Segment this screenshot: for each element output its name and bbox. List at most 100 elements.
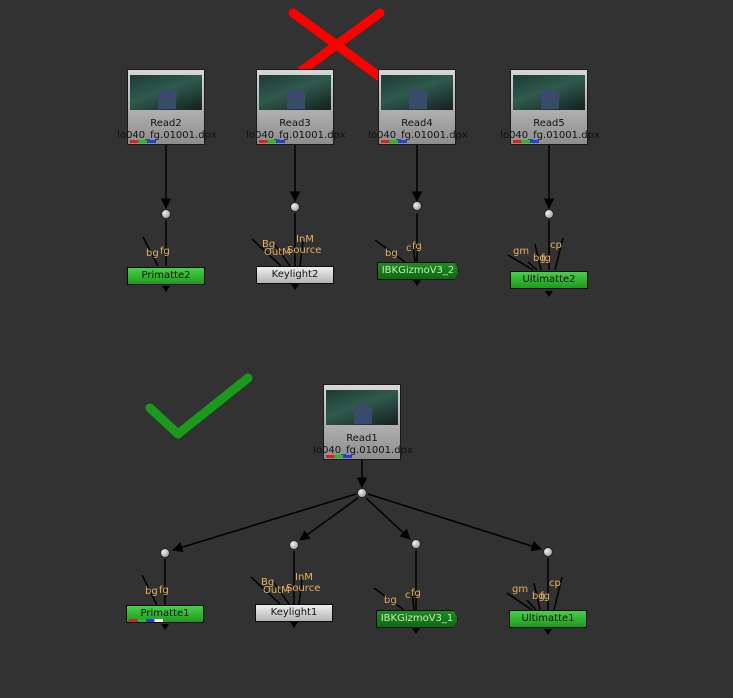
node-name: Read1 xyxy=(346,433,378,444)
input-label-bg: bg xyxy=(385,248,398,259)
dot-node[interactable] xyxy=(411,539,421,549)
output-arrow xyxy=(291,284,299,290)
wire xyxy=(554,237,564,271)
read-node-read2[interactable]: Read2 lo040_fg.01001.dpx xyxy=(117,69,217,145)
wire xyxy=(373,587,405,611)
output-arrow xyxy=(290,622,298,628)
primatte-node[interactable]: Primatte2 xyxy=(127,267,205,285)
dot-node[interactable] xyxy=(543,547,553,557)
input-label-source: Source xyxy=(287,245,322,256)
input-label-fg: fg xyxy=(160,246,170,257)
wire xyxy=(412,241,416,263)
output-arrow xyxy=(545,291,553,297)
input-label-gm: gm xyxy=(512,584,529,595)
wire xyxy=(533,582,541,611)
primatte-node[interactable]: Primatte1 xyxy=(126,605,204,623)
dot-node-central[interactable] xyxy=(357,488,367,498)
channel-indicator xyxy=(326,455,352,458)
input-label-c: c xyxy=(405,590,411,601)
output-arrow xyxy=(544,629,552,635)
node-file: lo040_fg.01001.dpx xyxy=(246,130,346,141)
input-label-bg: bg xyxy=(532,591,545,602)
wire xyxy=(299,497,359,541)
dot-node[interactable] xyxy=(289,540,299,550)
read-node-read5[interactable]: Read5 lo040_fg.01001.dpx xyxy=(500,69,600,145)
input-label-bg: bg xyxy=(146,248,159,259)
node-name: Keylight1 xyxy=(270,607,318,618)
input-label-source: Source xyxy=(286,583,321,594)
read-node-read4[interactable]: Read4 lo040_fg.01001.dpx xyxy=(368,69,468,145)
input-label-bg: Bg xyxy=(262,239,276,250)
node-name: Read4 xyxy=(401,118,433,129)
dot-node[interactable] xyxy=(544,209,554,219)
channel-indicator xyxy=(129,619,163,622)
input-label-bg: bg xyxy=(384,595,397,606)
channel-indicator xyxy=(130,140,156,143)
node-name: Read2 xyxy=(150,118,182,129)
node-name: IBKGizmoV3_1 xyxy=(380,613,454,624)
dot-node[interactable] xyxy=(161,209,171,219)
wire xyxy=(507,254,534,271)
node-name: Read3 xyxy=(279,118,311,129)
input-label-fg: fg xyxy=(540,591,550,602)
input-label-fg: fg xyxy=(412,241,422,252)
node-name: Read5 xyxy=(533,118,565,129)
thumbnail xyxy=(381,75,453,110)
input-label-bg: bg xyxy=(533,253,546,264)
wire xyxy=(298,578,303,605)
input-label-bg: bg xyxy=(145,586,158,597)
input-label-inm: InM xyxy=(296,234,314,245)
wire xyxy=(374,239,406,263)
dot-node[interactable] xyxy=(412,201,422,211)
wire xyxy=(367,493,543,552)
input-label-cp: cp xyxy=(549,578,561,589)
wire xyxy=(274,244,291,267)
node-name: Primatte2 xyxy=(141,270,191,281)
red-x-icon xyxy=(288,8,385,82)
wire xyxy=(299,240,304,267)
wire xyxy=(365,497,411,540)
output-arrow xyxy=(412,628,420,634)
wire xyxy=(141,574,158,606)
node-name: IBKGizmoV3_2 xyxy=(381,265,455,276)
thumbnail xyxy=(130,75,202,110)
ultimatte-node[interactable]: Ultimatte1 xyxy=(509,610,587,628)
wire xyxy=(506,592,533,611)
thumbnail xyxy=(259,75,331,110)
ultimatte-node[interactable]: Ultimatte2 xyxy=(510,271,588,289)
input-label-gm: gm xyxy=(513,246,530,257)
channel-indicator xyxy=(513,140,539,143)
output-arrow xyxy=(162,286,170,292)
thumbnail xyxy=(326,390,398,425)
wire xyxy=(251,238,282,267)
channel-indicator xyxy=(259,140,285,143)
input-label-bg: Bg xyxy=(261,577,275,588)
input-label-fg: fg xyxy=(159,585,169,596)
wire xyxy=(273,582,290,605)
input-label-inm: InM xyxy=(295,572,313,583)
keylight-node[interactable]: Keylight1 xyxy=(255,604,333,622)
read-node-read1[interactable]: Read1 lo040_fg.01001.dpx xyxy=(313,384,413,460)
ibk-gizmo-node[interactable]: IBKGizmoV3_2 xyxy=(377,262,459,280)
wire xyxy=(171,493,357,553)
read-node-read3[interactable]: Read3 lo040_fg.01001.dpx xyxy=(246,69,346,145)
green-check-icon xyxy=(145,373,253,439)
wire xyxy=(142,236,159,267)
dot-node[interactable] xyxy=(160,548,170,558)
input-label-cp: cp xyxy=(550,240,562,251)
dot-node[interactable] xyxy=(290,202,300,212)
wire xyxy=(534,243,542,271)
ibk-gizmo-node[interactable]: IBKGizmoV3_1 xyxy=(376,610,458,628)
node-file: lo040_fg.01001.dpx xyxy=(313,445,413,456)
input-label-fg: fg xyxy=(541,253,551,264)
output-arrow xyxy=(161,624,169,630)
node-name: Ultimatte2 xyxy=(522,274,576,285)
output-arrow xyxy=(413,280,421,286)
node-name: Ultimatte1 xyxy=(521,613,575,624)
keylight-node[interactable]: Keylight2 xyxy=(256,266,334,284)
input-label-outm: OutM xyxy=(263,585,290,596)
channel-indicator xyxy=(381,140,407,143)
input-label-outm: OutM xyxy=(264,247,291,258)
wire xyxy=(411,589,415,611)
